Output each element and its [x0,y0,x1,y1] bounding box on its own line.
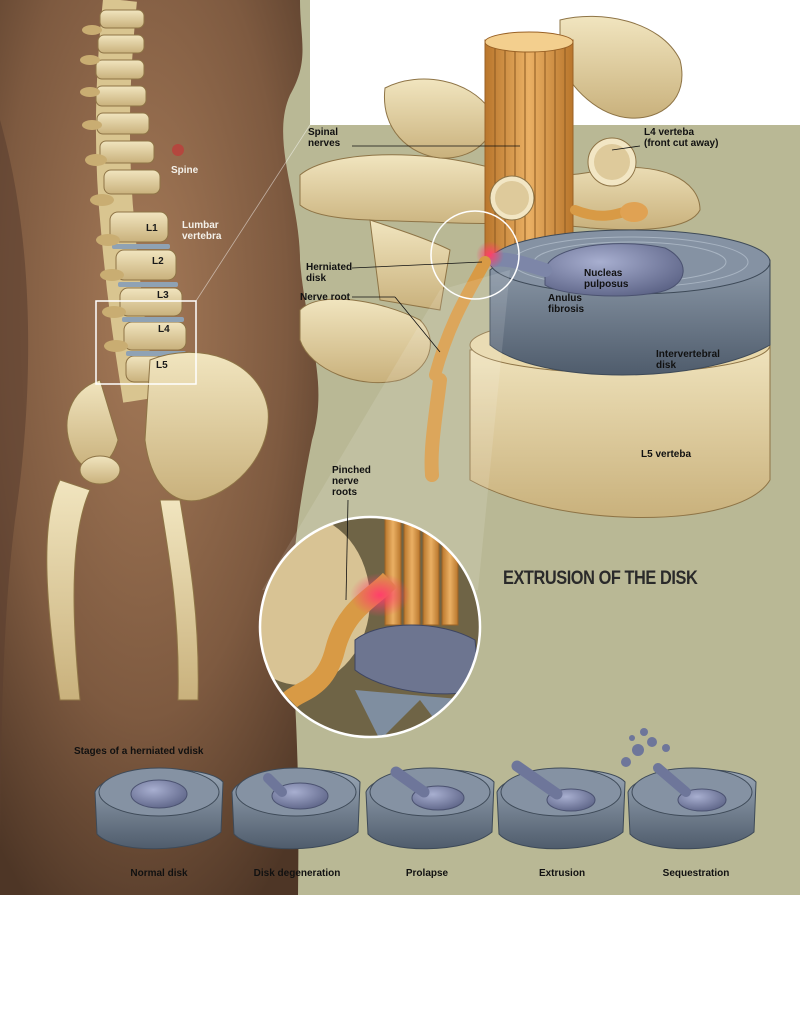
magnifier-ring [430,210,520,300]
zoom-box [95,300,197,385]
label-spine: Spine [171,165,199,176]
stage-disk-normal [94,767,224,850]
label-lumbar-vertebra: Lumbar vertebra [182,220,222,242]
label-l5-verteba: L5 verteba [641,449,692,460]
stage-disk-degeneration [231,767,361,850]
pelvis [46,351,269,701]
bottom-white-band [0,895,800,1021]
label-anulus-fibrosis: Anulus fibrosis [548,293,585,315]
vertebra-label-l4: L4 [158,324,170,335]
stage-caption-extrusion: Extrusion [538,868,586,879]
stage-caption-prolapse: Prolapse [405,868,449,879]
label-spinal-nerves: Spinal nerves [308,127,341,149]
label-pinched-nerve-roots: Pinched nerve roots [332,465,371,498]
vertebra-label-l5: L5 [156,360,168,371]
label-nerve-root: Nerve root [300,292,351,303]
stage-disk-prolapse [365,766,495,850]
stage-disks [94,728,757,850]
stage-caption-sequestration: Sequestration [662,868,730,879]
inset-circle [258,515,482,739]
label-intervertebral-disk: Intervertebral disk [656,349,720,371]
vertebra-label-l3: L3 [157,290,169,301]
nipple-marker [172,144,184,156]
nerve-root [429,256,491,381]
vertebra-label-l2: L2 [152,256,164,267]
leader-lines [345,145,641,601]
stage-disk-sequestration [621,728,757,850]
spinal-nerves-bundle [484,31,574,261]
heading-extrusion: EXTRUSION OF THE DISK [503,568,698,589]
vertebra-detail [299,15,771,518]
vertebra-label-l1: L1 [146,223,158,234]
label-l4-verteba: L4 verteba (front cut away) [644,127,719,149]
stages-title: Stages of a herniated vdisk [74,746,204,757]
stage-caption-degeneration: Disk degeneration [253,868,341,879]
stage-disk-extrusion [496,760,626,850]
label-herniated-disk: Herniated disk [306,262,353,284]
label-nucleus-pulposus: Nucleas pulposus [584,268,629,290]
nucleus-pulposus [544,243,684,297]
stage-caption-normal: Normal disk [130,868,188,879]
